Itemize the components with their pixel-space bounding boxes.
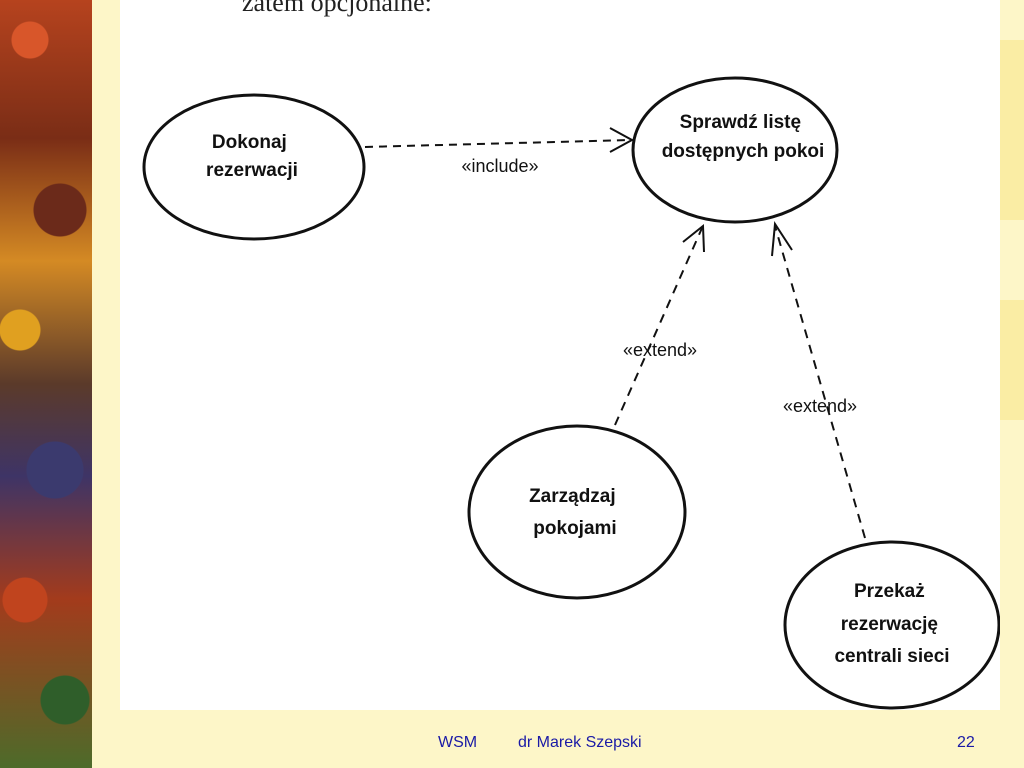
use-case-zarzadzaj-pokojami bbox=[467, 424, 687, 600]
page-number: 22 bbox=[957, 734, 975, 751]
extend-right-arrow-line bbox=[774, 225, 866, 539]
slide-footer: WSM dr Marek Szepski 22 bbox=[0, 728, 1024, 760]
use-case-diagram: Dokonaj rezerwacji Sprawdź listę dostępn… bbox=[142, 76, 1000, 710]
extend-right-stereotype: «extend» bbox=[783, 396, 857, 416]
include-stereotype: «include» bbox=[461, 156, 538, 176]
footer-author: dr Marek Szepski bbox=[518, 734, 642, 751]
cut-off-header-text: zatem opcjonalne: bbox=[242, 0, 432, 17]
footer-organization: WSM bbox=[438, 734, 478, 751]
decorative-background-shape bbox=[1000, 40, 1024, 220]
use-case-przekaz-rezerwacje bbox=[783, 540, 1000, 710]
decorative-side-pattern bbox=[0, 0, 92, 768]
include-arrow-line bbox=[364, 139, 631, 148]
diagram-image: zatem opcjonalne: Dokonaj rezerwacji Spr… bbox=[120, 0, 1000, 710]
use-case-sprawdz-liste bbox=[631, 76, 839, 224]
extend-right-arrowhead bbox=[771, 221, 793, 257]
extend-left-arrow-line bbox=[614, 227, 703, 426]
use-case-przekaz-label: Przekaż rezerwację centrali sieci bbox=[834, 581, 949, 667]
include-arrowhead bbox=[609, 127, 635, 153]
extend-left-arrowhead bbox=[682, 223, 705, 253]
use-case-dokonaj-label: Dokonaj rezerwacji bbox=[206, 132, 298, 181]
use-case-sprawdz-label: Sprawdź listę dostępnych pokoi bbox=[662, 112, 825, 162]
use-case-zarzadzaj-label: Zarządzaj pokojami bbox=[529, 486, 621, 539]
use-case-dokonaj-rezerwacji bbox=[142, 93, 366, 241]
extend-left-stereotype: «extend» bbox=[623, 340, 697, 360]
decorative-background-shape bbox=[1000, 300, 1024, 420]
